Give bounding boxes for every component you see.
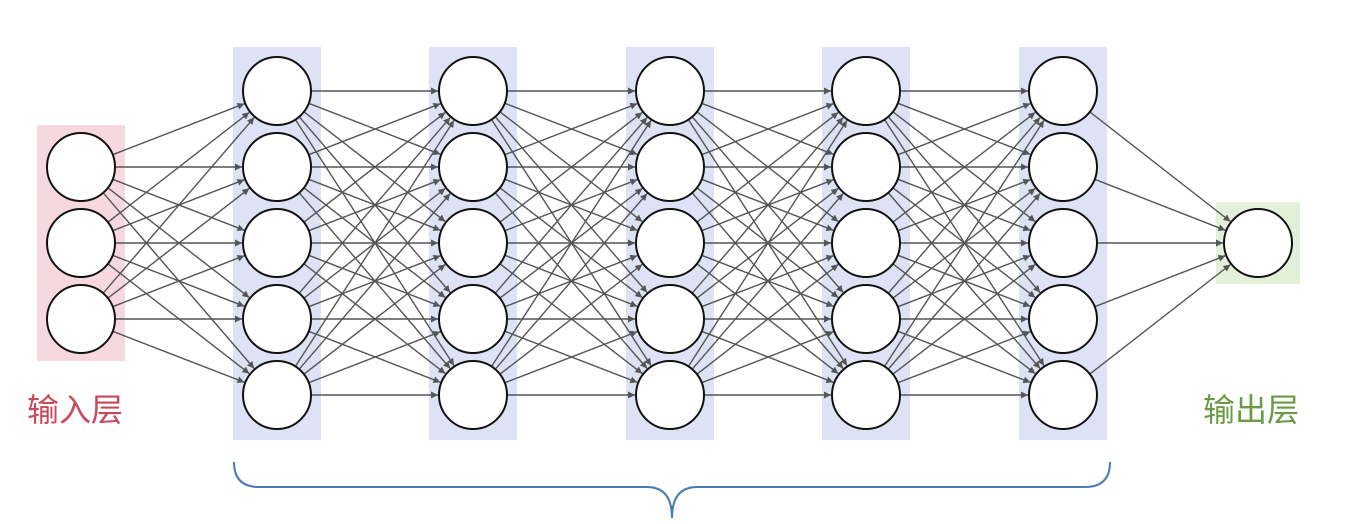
output-layer-label: 输出层: [1203, 391, 1300, 429]
connection-arrow: [308, 102, 441, 156]
connection-arrow: [504, 102, 638, 156]
connection-arrow: [1089, 111, 1231, 223]
connection-arrow: [298, 193, 451, 370]
hidden-layer-4-node-3: [831, 208, 901, 278]
hidden-layer-2-node-2: [438, 132, 508, 202]
connection-arrow: [499, 111, 643, 223]
connection-arrow: [892, 111, 1036, 223]
hidden-layer-5-node-3: [1028, 208, 1098, 278]
hidden-layers-brace: [233, 461, 1111, 519]
hidden-layer-3-node-3: [635, 208, 705, 278]
hidden-layer-3-node-4: [635, 284, 705, 354]
connection-arrow: [897, 330, 1031, 384]
connections: [102, 87, 1231, 399]
output-node: [1223, 208, 1293, 278]
connection-arrow: [303, 263, 446, 375]
connection-arrow: [303, 111, 446, 223]
hidden-layer-3-node-1: [635, 56, 705, 126]
hidden-layer-5-node-5: [1028, 360, 1098, 430]
connection-arrow: [883, 120, 1045, 367]
connection-arrow: [112, 330, 245, 384]
input-node-1: [46, 132, 116, 202]
hidden-layer-1-node-2: [242, 132, 312, 202]
hidden-layer-4-node-2: [831, 132, 901, 202]
connection-arrow: [308, 330, 441, 384]
hidden-layer-5-node-2: [1028, 132, 1098, 202]
connection-arrow: [294, 120, 455, 367]
input-node-2: [46, 208, 116, 278]
hidden-layer-2-node-1: [438, 56, 508, 126]
connection-arrow: [701, 330, 834, 384]
hidden-layer-1-node-1: [242, 56, 312, 126]
input-layer-label: 输入层: [27, 391, 124, 429]
connection-arrow: [701, 102, 834, 156]
connection-arrow: [892, 263, 1036, 375]
connection-arrow: [494, 193, 648, 370]
connection-arrow: [887, 193, 1041, 370]
connection-arrow: [112, 254, 245, 308]
connection-arrow: [298, 117, 451, 294]
connection-arrow: [504, 330, 638, 384]
hidden-layer-5-node-4: [1028, 284, 1098, 354]
hidden-layer-2-node-4: [438, 284, 508, 354]
hidden-layer-4-node-1: [831, 56, 901, 126]
connection-arrow: [107, 111, 250, 223]
hidden-layer-2-node-5: [438, 360, 508, 430]
connection-arrow: [499, 263, 643, 375]
hidden-layer-1-node-3: [242, 208, 312, 278]
hidden-layer-1-node-5: [242, 360, 312, 430]
connection-arrow: [1094, 254, 1226, 308]
connection-arrow: [897, 102, 1031, 156]
connection-arrow: [691, 117, 844, 294]
neurons: [46, 56, 1293, 430]
hidden-layer-3-node-5: [635, 360, 705, 430]
hidden-layer-2-node-3: [438, 208, 508, 278]
hidden-layer-3-node-2: [635, 132, 705, 202]
connection-arrow: [1089, 263, 1231, 375]
hidden-layer-1-node-4: [242, 284, 312, 354]
hidden-layer-4-node-4: [831, 284, 901, 354]
input-node-3: [46, 284, 116, 354]
connection-arrow: [887, 117, 1041, 294]
connection-arrow: [112, 102, 245, 156]
connection-arrow: [691, 193, 844, 370]
hidden-layer-5-node-1: [1028, 56, 1098, 126]
hidden-layer-4-node-5: [831, 360, 901, 430]
connection-arrow: [687, 120, 848, 367]
connection-arrow: [490, 120, 652, 367]
connection-arrow: [1094, 178, 1226, 232]
connection-arrow: [494, 117, 648, 294]
connection-arrow: [696, 111, 839, 223]
connection-arrow: [696, 263, 839, 375]
connection-arrow: [102, 117, 255, 294]
connection-arrow: [107, 187, 250, 299]
